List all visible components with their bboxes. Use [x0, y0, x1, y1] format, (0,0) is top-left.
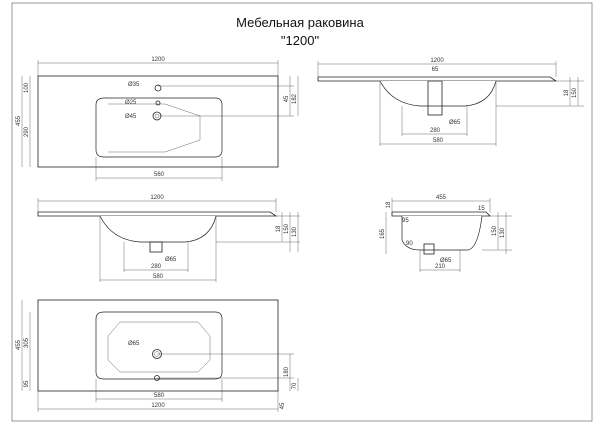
dim-right-b: 182 [292, 93, 298, 104]
dim-right-b: 70 [292, 382, 298, 389]
countertop-outline [37, 75, 279, 168]
drain-pipe [427, 80, 443, 116]
dim-depth-bowl: 290 [24, 126, 30, 137]
side-drain-pipe [423, 243, 435, 255]
dim-width: 1200 [150, 195, 164, 201]
dim-right-b: 150 [572, 87, 578, 98]
dim-drain: Ø45 [125, 114, 137, 120]
countertop-profile [37, 211, 278, 217]
top-view-upper: 1200 560 455 100 290 Ø35 Ø25 Ø45 45 182 [16, 57, 299, 181]
dim-width: 455 [436, 195, 447, 201]
dim-inner: 280 [430, 128, 441, 134]
tap-hole-icon [154, 84, 162, 92]
basin-outline [95, 311, 223, 380]
drain-inner-ring-icon [154, 113, 160, 119]
side-view: 455 15 18 165 95 90 Ø65 210 150 130 [380, 195, 512, 272]
title-line-1: Мебельная раковина [236, 15, 364, 30]
dim-edge: 45 [280, 402, 286, 409]
dim-left-c: 95 [402, 218, 409, 224]
dim-right-c: 130 [292, 226, 298, 237]
dim-left-b: 165 [380, 228, 386, 239]
dim-right-a: 18 [564, 89, 570, 96]
dim-hole: Ø35 [128, 82, 140, 88]
dim-bowl-width: 580 [154, 393, 165, 399]
dim-bowl-width: 560 [154, 172, 165, 178]
dim-left-small: 95 [24, 380, 30, 387]
dim-overflow: Ø25 [125, 100, 137, 106]
dim-right-a: 180 [284, 366, 290, 377]
top-view-lower: Ø65 580 1200 455 305 95 180 70 45 [16, 299, 299, 412]
basin-profile [99, 215, 217, 243]
dim-drain-top: 65 [432, 67, 439, 73]
front-view-middle: 1200 Ø65 280 580 18 150 130 [37, 195, 300, 282]
overflow-hole-icon [155, 100, 161, 106]
dim-top-small: 15 [478, 206, 485, 212]
dim-width: 1200 [151, 403, 165, 409]
dim-width: 1200 [151, 57, 165, 63]
dim-outer: 580 [433, 138, 444, 144]
dim-left-d: 90 [406, 241, 413, 247]
dim-right-b: 130 [500, 227, 506, 238]
dim-right-b: 150 [284, 223, 290, 234]
dim-drain: Ø65 [128, 341, 140, 347]
dim-inner: 305 [24, 337, 30, 348]
drain-pipe [149, 241, 163, 253]
basin-inner-contour [108, 103, 201, 153]
title-line-2: "1200" [281, 33, 320, 48]
dim-height-total: 455 [16, 339, 22, 350]
dim-right-a: 45 [284, 95, 290, 102]
dim-top-offset: 100 [24, 82, 30, 93]
side-profile-top [391, 211, 491, 217]
front-view-upper: 1200 65 Ø65 280 580 18 150 [317, 58, 584, 146]
dim-drain: Ø65 [165, 257, 177, 263]
basin-profile [379, 80, 497, 107]
countertop-outline [37, 299, 279, 392]
dim-width: 1200 [430, 58, 444, 64]
dim-height-total: 455 [16, 115, 22, 126]
dim-bottom: 210 [435, 264, 446, 270]
countertop-profile [317, 76, 558, 82]
basin-outline [95, 97, 223, 158]
dim-right-a: 150 [492, 225, 498, 236]
basin-inner-contour [107, 321, 211, 373]
dim-drain: Ø65 [449, 120, 461, 126]
dim-left-a: 18 [386, 201, 392, 208]
dim-drain: Ø65 [440, 258, 452, 264]
side-basin-profile [401, 215, 483, 251]
dim-right-a: 18 [276, 225, 282, 232]
drawing-frame [11, 2, 593, 422]
dim-outer: 580 [153, 274, 164, 280]
dim-inner: 280 [151, 264, 162, 270]
